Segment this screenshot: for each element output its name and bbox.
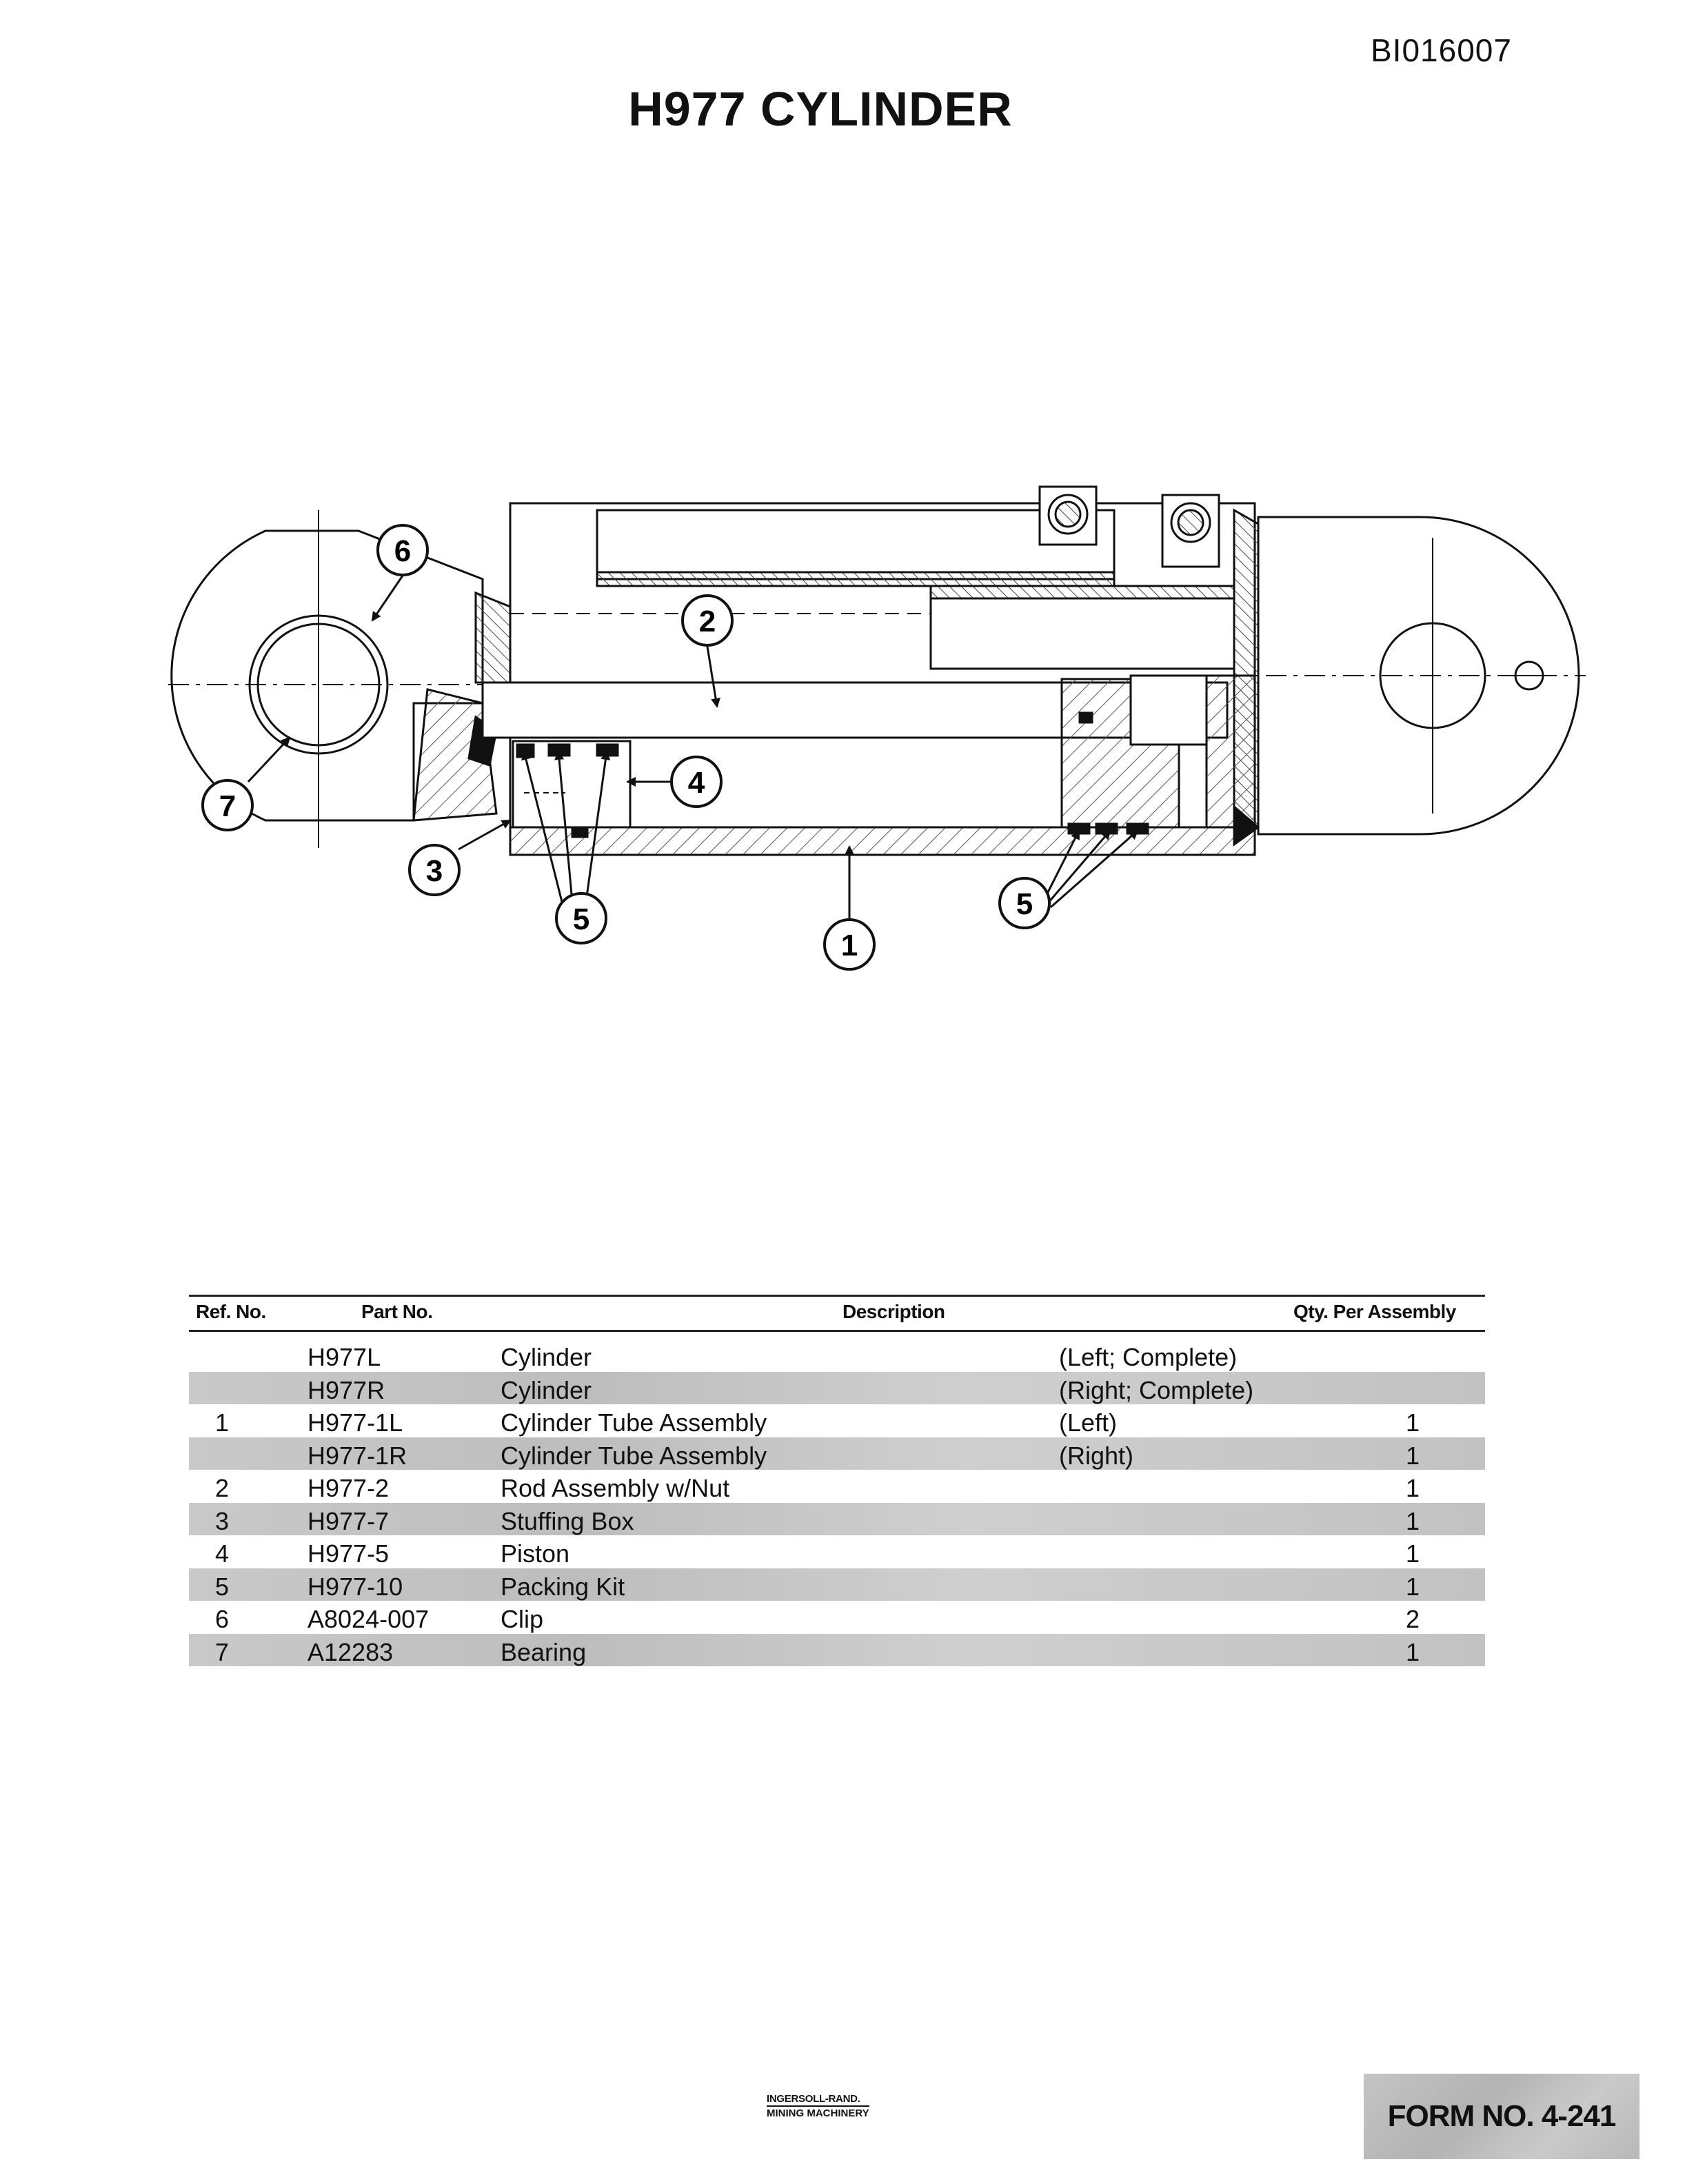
cell-description: Cylinder Tube Assembly: [501, 1441, 767, 1470]
form-number: FORM NO. 4-241: [1387, 2099, 1617, 2133]
cell-part-no: H977L: [307, 1343, 381, 1371]
cell-description: Packing Kit: [501, 1572, 625, 1601]
table-row: 6 A8024-007 Clip 2: [189, 1601, 1485, 1634]
svg-text:2: 2: [699, 605, 716, 638]
table-row: 5 H977-10 Packing Kit 1: [189, 1568, 1485, 1601]
cell-note: (Right; Complete): [1059, 1375, 1254, 1404]
svg-text:6: 6: [394, 534, 411, 568]
svg-text:5: 5: [1016, 887, 1033, 921]
header-qty: Qty. Per Assembly: [1293, 1301, 1456, 1322]
cell-qty: 1: [1405, 1408, 1420, 1437]
table-row: 1 H977-1L Cylinder Tube Assembly (Left) 1: [189, 1404, 1485, 1437]
cell-qty: 1: [1405, 1572, 1420, 1601]
cell-ref-no: 4: [214, 1539, 230, 1568]
cell-qty: 1: [1405, 1506, 1420, 1535]
table-row: H977-1R Cylinder Tube Assembly (Right) 1: [189, 1437, 1485, 1470]
cell-description: Piston: [501, 1539, 570, 1568]
callout-1: 1: [823, 918, 876, 971]
cell-ref-no: 2: [214, 1474, 230, 1502]
callout-3: 3: [408, 844, 461, 896]
logo-line-2: MINING MACHINERY: [767, 2107, 869, 2119]
cell-ref-no: 6: [214, 1605, 230, 1633]
table-row: 3 H977-7 Stuffing Box 1: [189, 1502, 1485, 1535]
table-row: H977R Cylinder (Right; Complete): [189, 1371, 1485, 1404]
page-title: H977 CYLINDER: [628, 82, 1013, 136]
form-number-box: FORM NO. 4-241: [1364, 2074, 1639, 2159]
piston: [1060, 674, 1260, 847]
callout-5-right: 5: [998, 877, 1051, 929]
svg-text:4: 4: [688, 766, 705, 800]
table-row: 2 H977-2 Rod Assembly w/Nut 1: [189, 1470, 1485, 1503]
parts-table: Ref. No. Part No. Description Qty. Per A…: [189, 1295, 1485, 1666]
ingersoll-rand-logo: INGERSOLL-RAND. MINING MACHINERY: [767, 2092, 869, 2120]
svg-text:7: 7: [219, 789, 236, 823]
callout-2: 2: [681, 594, 734, 647]
cell-description: Cylinder Tube Assembly: [501, 1408, 767, 1437]
cell-part-no: H977-1R: [307, 1441, 407, 1470]
cell-description: Stuffing Box: [501, 1506, 634, 1535]
cell-part-no: A12283: [307, 1637, 394, 1666]
header-description: Description: [842, 1301, 945, 1322]
cell-part-no: H977-7: [307, 1506, 390, 1535]
cell-note: (Right): [1059, 1441, 1134, 1470]
stuffing-box: [512, 740, 632, 838]
callout-5-left: 5: [555, 892, 607, 944]
cell-part-no: A8024-007: [307, 1605, 430, 1633]
header-ref-no: Ref. No.: [196, 1301, 266, 1322]
cell-ref-no: 3: [214, 1506, 230, 1535]
cell-part-no: H977R: [307, 1375, 385, 1404]
table-row: 4 H977-5 Piston 1: [189, 1535, 1485, 1568]
svg-text:5: 5: [573, 902, 589, 936]
cell-part-no: H977-10: [307, 1572, 403, 1601]
cell-description: Rod Assembly w/Nut: [501, 1474, 730, 1502]
cell-ref-no: 1: [214, 1408, 230, 1437]
table-row: H977L Cylinder (Left; Complete): [189, 1339, 1485, 1372]
cell-note: (Left; Complete): [1059, 1343, 1238, 1371]
cell-ref-no: 7: [214, 1637, 230, 1666]
cell-description: Cylinder: [501, 1375, 592, 1404]
cell-note: (Left): [1059, 1408, 1118, 1437]
logo-line-1: INGERSOLL-RAND.: [767, 2092, 869, 2107]
left-clevis: [168, 510, 512, 848]
table-header: Ref. No. Part No. Description Qty. Per A…: [189, 1295, 1485, 1332]
cell-qty: 1: [1405, 1441, 1420, 1470]
cell-qty: 1: [1405, 1539, 1420, 1568]
cell-description: Cylinder: [501, 1343, 592, 1371]
hydraulic-ports: [1038, 485, 1220, 568]
cell-qty: 2: [1405, 1605, 1420, 1633]
callout-6: 6: [376, 524, 429, 576]
table-body: H977L Cylinder (Left; Complete) H977R Cylind…: [189, 1332, 1485, 1666]
cell-part-no: H977-2: [307, 1474, 390, 1502]
cell-part-no: H977-1L: [307, 1408, 403, 1437]
table-row: 7 A12283 Bearing 1: [189, 1633, 1485, 1666]
svg-text:3: 3: [426, 854, 443, 888]
cell-qty: 1: [1405, 1637, 1420, 1666]
svg-text:1: 1: [841, 929, 858, 962]
callout-7: 7: [201, 779, 254, 831]
cell-ref-no: 5: [214, 1572, 230, 1601]
callout-4: 4: [670, 756, 723, 808]
cell-description: Bearing: [501, 1637, 587, 1666]
cell-qty: 1: [1405, 1474, 1420, 1502]
cell-description: Clip: [501, 1605, 544, 1633]
callout-leaders: [247, 575, 1139, 918]
header-part-no: Part No.: [361, 1301, 433, 1322]
cell-part-no: H977-5: [307, 1539, 390, 1568]
document-id: BI016007: [1371, 32, 1512, 68]
right-clevis: [1227, 516, 1586, 836]
